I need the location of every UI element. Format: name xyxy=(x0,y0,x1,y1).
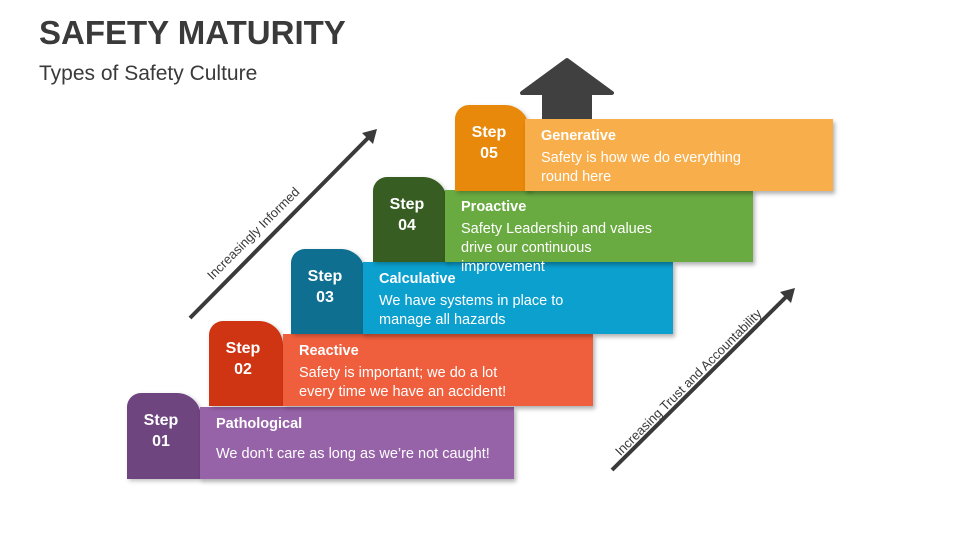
step-tab: Step 04 xyxy=(373,177,447,262)
step-bar: Pathological We don’t care as long as we… xyxy=(200,407,514,479)
step-number: 01 xyxy=(152,433,170,450)
step-title: Generative xyxy=(541,128,616,144)
step-label: Step xyxy=(225,339,261,357)
step-bar: Reactive Safety is important; we do a lo… xyxy=(283,334,593,406)
step-description: Safety Leadership and values drive our c… xyxy=(461,221,653,275)
step-description: Safety is how we do everything round her… xyxy=(541,150,741,185)
step-number: 02 xyxy=(234,360,252,378)
step-tab: Step 05 xyxy=(455,105,529,191)
step-number: 05 xyxy=(480,145,498,162)
page-title: SAFETY MATURITY xyxy=(39,14,346,51)
right-diagonal-arrow-icon xyxy=(610,288,795,472)
step-description: We don’t care as long as we’re not caugh… xyxy=(216,446,490,462)
left-diagonal-arrow-icon xyxy=(188,129,377,320)
step-label: Step xyxy=(307,267,343,285)
step-bar: Proactive Safety Leadership and values d… xyxy=(445,190,753,275)
step-number: 03 xyxy=(316,288,334,306)
step-bar: Calculative We have systems in place to … xyxy=(363,262,673,334)
step-tab: Step 02 xyxy=(209,321,283,406)
step-label: Step xyxy=(143,412,179,429)
page-subtitle: Types of Safety Culture xyxy=(39,62,258,85)
step-number: 04 xyxy=(398,216,416,234)
step-tab: Step 01 xyxy=(127,393,201,479)
step-label: Step xyxy=(389,195,425,213)
step-description: Safety is important; we do a lot every t… xyxy=(299,365,507,400)
step-tab: Step 03 xyxy=(291,249,365,334)
step-title: Proactive xyxy=(461,199,527,215)
step-description: We have systems in place to manage all h… xyxy=(379,293,564,328)
up-arrow-icon xyxy=(520,58,614,121)
step-title: Pathological xyxy=(216,416,303,432)
step-label: Step xyxy=(471,124,507,141)
step-title: Calculative xyxy=(379,271,456,287)
step-bar: Generative Safety is how we do everythin… xyxy=(525,119,833,191)
step-title: Reactive xyxy=(299,343,359,359)
